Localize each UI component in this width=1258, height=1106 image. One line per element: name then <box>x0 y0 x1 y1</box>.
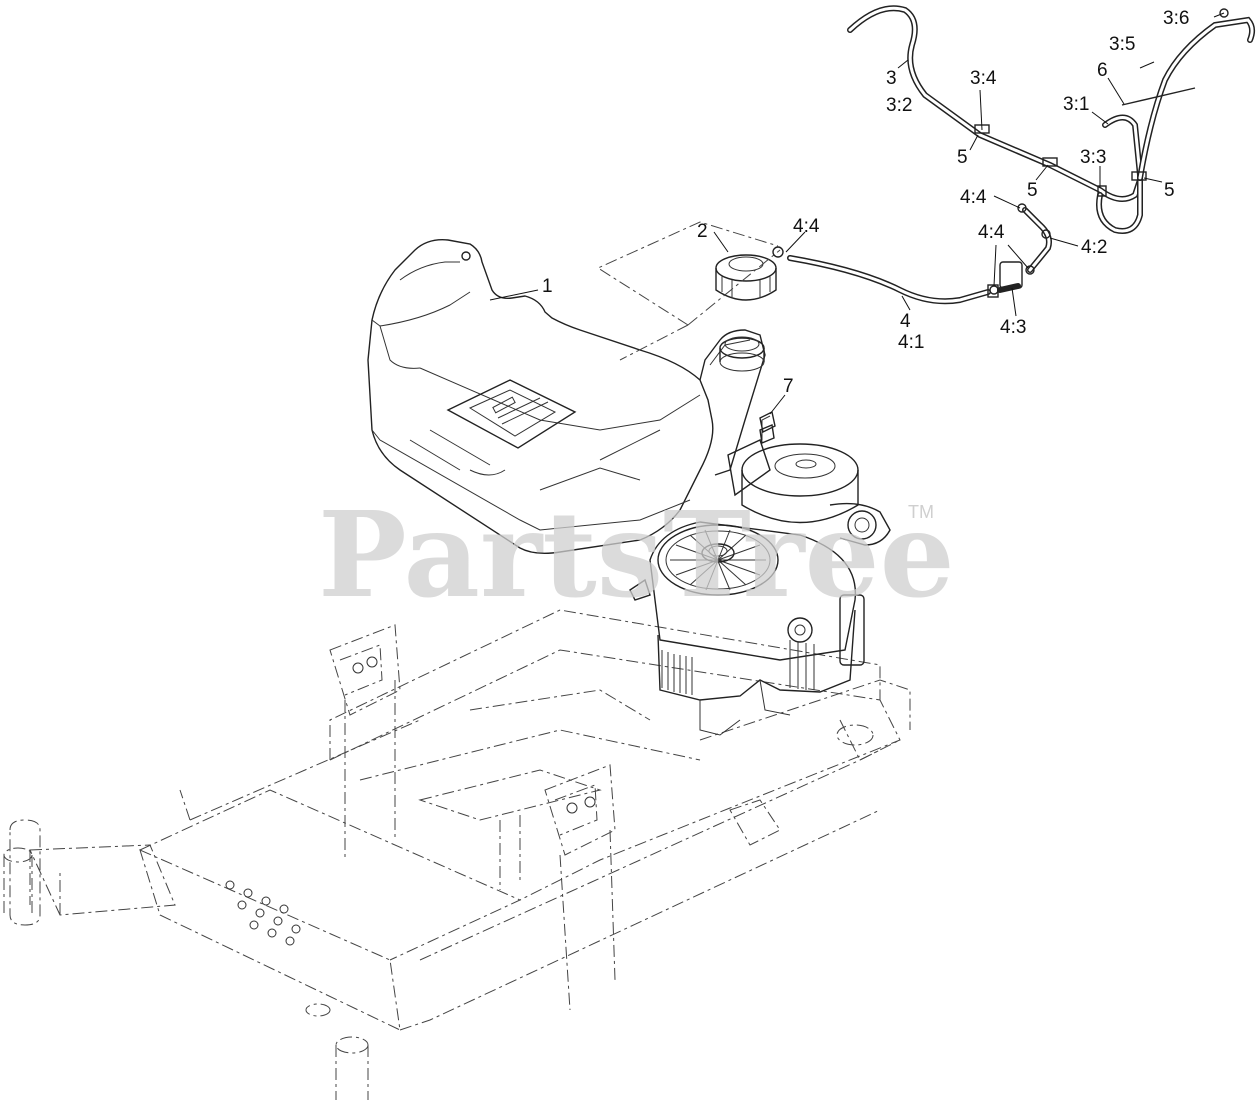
watermark-brand: PartsTree <box>318 485 955 624</box>
engine <box>629 415 891 736</box>
callout-4-1: 4:1 <box>898 332 924 353</box>
chassis-frame <box>3 609 911 1100</box>
callout-4-2: 4:2 <box>1081 237 1107 258</box>
callout-2: 2 <box>697 221 708 242</box>
fuel-tank <box>367 239 766 555</box>
leader-lines <box>489 12 1225 415</box>
assembly-lines <box>596 221 781 361</box>
callout-4-3: 4:3 <box>1000 317 1026 338</box>
cable-tie <box>1121 87 1196 106</box>
callout-4-4-a: 4:4 <box>960 187 987 208</box>
callout-5-b: 5 <box>1027 180 1038 201</box>
fuel-filter <box>999 261 1023 289</box>
callout-1: 1 <box>542 276 553 297</box>
callout-5-a: 5 <box>957 147 968 168</box>
callout-3-2: 3:2 <box>886 95 912 116</box>
fitting-7 <box>759 410 776 434</box>
callout-3-3: 3:3 <box>1080 147 1106 168</box>
watermark-trademark: TM <box>908 502 934 522</box>
callout-5-c: 5 <box>1164 180 1175 201</box>
callout-3-6: 3:6 <box>1163 8 1189 29</box>
callout-3: 3 <box>886 68 897 89</box>
callout-7: 7 <box>783 376 794 397</box>
fuel-hose-4 <box>772 203 1052 305</box>
callout-4: 4 <box>900 311 911 332</box>
callouts: 1 2 3 3:2 3:4 3:6 3:5 6 3:1 3:3 5 5 5 4:… <box>542 8 1189 397</box>
vent-hose-3 <box>847 5 1256 234</box>
callout-3-1: 3:1 <box>1063 94 1089 115</box>
callout-3-5: 3:5 <box>1109 34 1135 55</box>
callout-4-4-c: 4:4 <box>793 216 820 237</box>
partstree-watermark: PartsTree TM <box>318 485 955 624</box>
callout-6: 6 <box>1097 60 1108 81</box>
callout-4-4-b: 4:4 <box>978 222 1005 243</box>
callout-3-4: 3:4 <box>970 68 997 89</box>
